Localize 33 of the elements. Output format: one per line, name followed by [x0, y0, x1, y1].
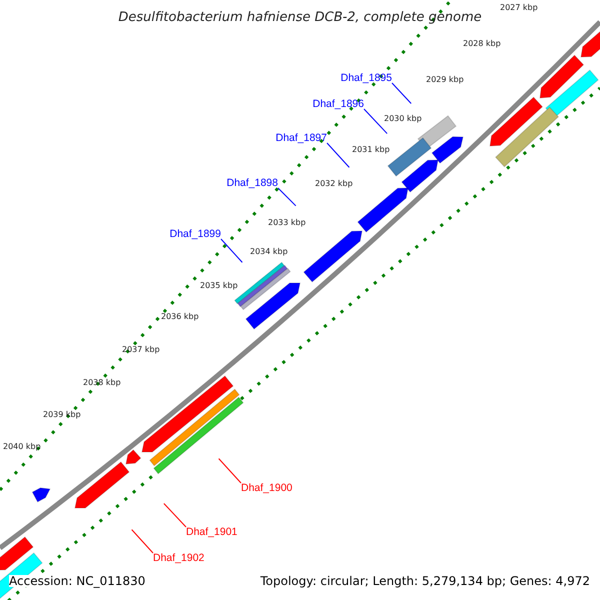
gene-label: Dhaf_1898 [226, 178, 278, 188]
tick-label: 2037 kbp [122, 346, 160, 354]
gene-label: Dhaf_1902 [153, 553, 204, 564]
tick-label: 2030 kbp [384, 115, 422, 123]
tick-label: 2035 kbp [200, 282, 238, 290]
tick-label: 2036 kbp [161, 313, 199, 321]
gene-label: Dhaf_1899 [170, 228, 221, 239]
gene-label: Dhaf_1897 [276, 132, 327, 143]
map-title: Desulfitobacterium hafniense DCB-2, complete genome [117, 11, 483, 24]
leader-line [326, 142, 350, 168]
leader-line [131, 529, 154, 554]
gene-label: Dhaf_1895 [340, 72, 392, 83]
gene-label: Dhaf_1896 [312, 98, 364, 109]
leader-line [392, 82, 412, 104]
tick-label: 2031 kbp [352, 146, 390, 154]
leader-line [364, 108, 388, 134]
gene-label: Dhaf_1900 [241, 483, 292, 494]
tick-label: 2028 kbp [463, 40, 501, 48]
genome-stats-text: Topology: circular; Length: 5,279,134 bp; Genes: 4,972 [260, 575, 590, 587]
tick-label: 2040 kbp [3, 443, 41, 451]
leader-line [218, 458, 242, 484]
tick-label: 2033 kbp [268, 219, 306, 227]
tick-label: 2034 kbp [250, 248, 288, 256]
tick-label: 2029 kbp [426, 76, 464, 84]
leader-line [163, 502, 186, 528]
gene-label: Dhaf_1901 [186, 527, 238, 538]
tick-label: 2039 kbp [43, 411, 81, 419]
tick-label: 2032 kbp [315, 180, 353, 188]
leader-line [220, 238, 243, 263]
tick-label: 2038 kbp [83, 379, 121, 387]
leader-line [278, 188, 296, 206]
accession-text: Accession: NC_011830 [9, 575, 146, 587]
tick-label: 2027 kbp [500, 4, 538, 12]
